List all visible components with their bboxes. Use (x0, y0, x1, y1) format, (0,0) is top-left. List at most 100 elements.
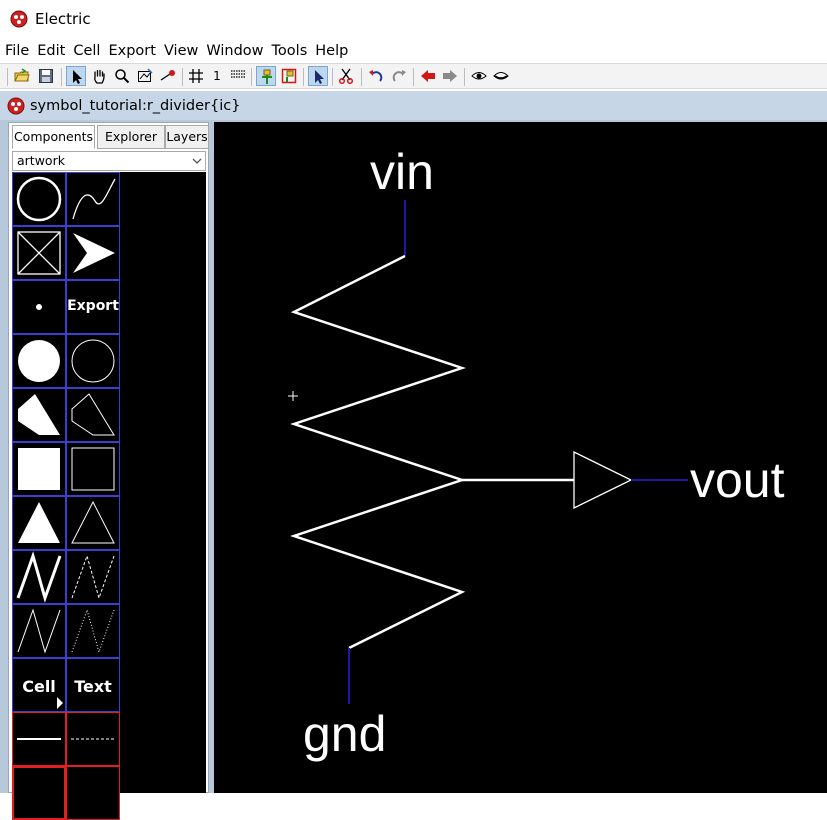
thin-circle-icon (71, 339, 115, 383)
select-arrow-icon (73, 70, 82, 84)
save-button[interactable] (36, 66, 56, 86)
app-title: Electric (35, 10, 91, 28)
palette-text[interactable]: Text (66, 658, 120, 712)
component-palette: Export (12, 172, 206, 820)
toolbar-separator (361, 68, 362, 86)
full-grid-button[interactable] (228, 66, 248, 86)
one-unit-button[interactable]: 1 (207, 66, 227, 86)
back-arrow-icon (421, 70, 435, 82)
measure-icon (160, 70, 175, 81)
submenu-triangle-icon (57, 697, 63, 709)
palette-dotted-zigzag[interactable] (66, 604, 120, 658)
dotted-zigzag-icon (71, 608, 115, 654)
cut-button[interactable] (336, 66, 356, 86)
full-grid-icon (231, 70, 245, 78)
menu-file[interactable]: File (5, 43, 30, 59)
tab-components[interactable]: Components (12, 125, 95, 149)
palette-filled-polygon[interactable] (12, 388, 66, 442)
tab-layers[interactable]: Layers (165, 125, 209, 149)
thick-zigzag-icon (16, 551, 62, 603)
palette-thin-zigzag[interactable] (12, 604, 66, 658)
chevron-down-icon (192, 158, 202, 164)
buffer-triangle (573, 450, 633, 510)
palette-red-box[interactable] (12, 766, 66, 820)
document-title: symbol_tutorial:r_divider{ic} (30, 98, 241, 114)
menu-help[interactable]: Help (315, 43, 349, 59)
vout-label: vout (690, 452, 785, 508)
solid-line-icon (17, 738, 61, 740)
palette-spline[interactable] (66, 172, 120, 226)
menu-view[interactable]: View (163, 43, 199, 59)
menu-edit[interactable]: Edit (37, 43, 66, 59)
palette-filled-box[interactable] (12, 442, 66, 496)
toolbar-separator (7, 68, 8, 86)
palette-dashed-line[interactable] (66, 712, 120, 766)
menu-export[interactable]: Export (108, 43, 156, 59)
palette-pin[interactable] (12, 280, 66, 334)
undo-icon (369, 70, 383, 82)
palette-arrow[interactable] (66, 226, 120, 280)
palette-outline-triangle[interactable] (66, 496, 120, 550)
select-tool-button[interactable] (66, 66, 86, 86)
palette-empty[interactable] (66, 766, 120, 820)
window-titlebar (0, 0, 827, 38)
pin-dot-icon (36, 304, 42, 310)
grid-icon (189, 69, 203, 83)
undo-button[interactable] (366, 66, 386, 86)
pan-tool-button[interactable] (89, 66, 109, 86)
menu-window[interactable]: Window (206, 43, 264, 59)
place-node-button[interactable] (279, 66, 299, 86)
save-icon (39, 69, 53, 83)
pan-hand-icon (94, 69, 105, 84)
show-button[interactable] (469, 66, 489, 86)
document-titlebar (0, 91, 827, 120)
forward-button[interactable] (440, 66, 460, 86)
make-arc-button[interactable] (256, 66, 276, 86)
redo-button[interactable] (389, 66, 409, 86)
red-box-icon (14, 768, 66, 820)
palette-outline-box[interactable] (66, 442, 120, 496)
open-button[interactable] (12, 66, 32, 86)
filled-circle-icon (18, 340, 60, 382)
one-unit-icon: 1 (213, 69, 221, 83)
palette-solid-line[interactable] (12, 712, 66, 766)
vin-label: vin (370, 144, 434, 200)
outline-polygon-icon (71, 393, 115, 436)
eye-visible-icon (471, 72, 487, 80)
menu-tools[interactable]: Tools (271, 43, 308, 59)
grid-button[interactable] (186, 66, 206, 86)
back-button[interactable] (418, 66, 438, 86)
outline-edit-icon (138, 68, 153, 82)
menu-cell[interactable]: Cell (73, 43, 101, 59)
palette-outline-polygon[interactable] (66, 388, 120, 442)
zoom-tool-button[interactable] (112, 66, 132, 86)
palette-dashed-zigzag[interactable] (66, 550, 120, 604)
palette-filled-triangle[interactable] (12, 496, 66, 550)
select-objects-button[interactable] (308, 66, 328, 86)
schematic-drawing (288, 200, 688, 704)
tab-explorer[interactable]: Explorer (97, 125, 165, 149)
palette-circle[interactable] (12, 172, 66, 226)
filled-box-icon (18, 448, 60, 490)
spline-icon (72, 178, 116, 220)
hide-button[interactable] (491, 66, 511, 86)
forward-arrow-icon (443, 70, 457, 82)
toolbar-separator (332, 68, 333, 86)
outline-edit-button[interactable] (135, 66, 155, 86)
toolbar-separator (303, 68, 304, 86)
palette-thick-zigzag[interactable] (12, 550, 66, 604)
cut-scissors-icon (338, 68, 354, 84)
thin-zigzag-icon (17, 608, 61, 654)
palette-thin-circle[interactable] (66, 334, 120, 388)
palette-export[interactable]: Export (66, 280, 120, 334)
menu-bar: File Edit Cell Export View Window Tools … (0, 40, 827, 62)
measure-button[interactable] (158, 66, 178, 86)
select-objects-icon (315, 70, 324, 84)
outline-box-icon (71, 447, 115, 491)
toolbar-separator (61, 68, 62, 86)
palette-crossed-box[interactable] (12, 226, 66, 280)
palette-cell[interactable]: Cell (12, 658, 66, 712)
library-select[interactable]: artwork (12, 151, 206, 171)
schematic-canvas[interactable]: vin vout gnd (214, 122, 827, 793)
palette-filled-circle[interactable] (12, 334, 66, 388)
